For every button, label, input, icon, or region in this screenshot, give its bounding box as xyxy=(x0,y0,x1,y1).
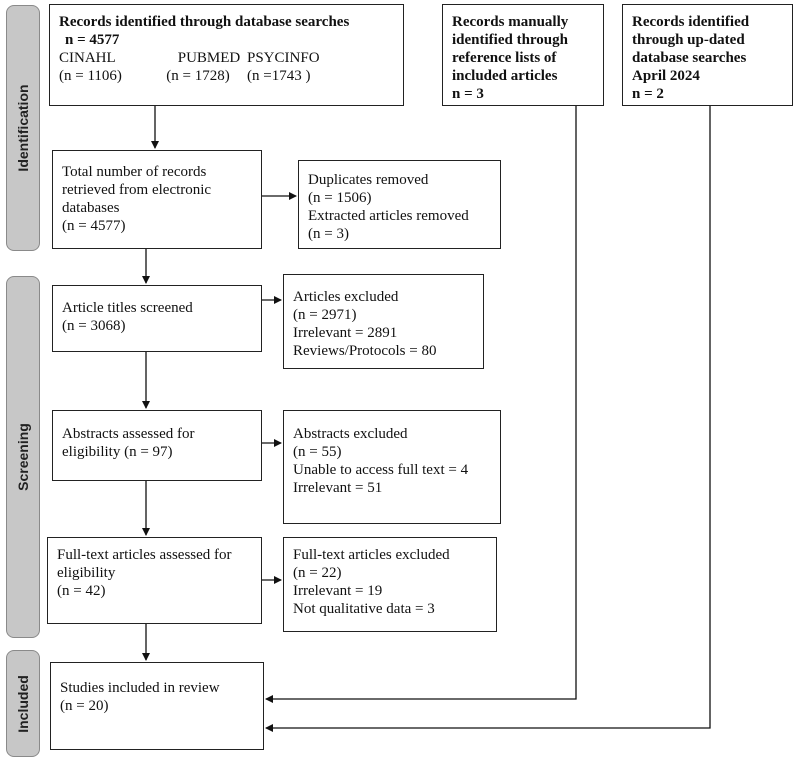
duplicates-removed-line: Extracted articles removed xyxy=(308,208,469,224)
manual-records-box: Records manually identified through refe… xyxy=(442,4,604,106)
database-pubmed: PUBMED (n = 1728) xyxy=(155,49,241,85)
included-stage-bar: Included xyxy=(6,650,40,757)
identification-stage-bar: Identification xyxy=(6,5,40,251)
abstracts-excluded-line: (n = 55) xyxy=(293,444,342,460)
database-count: (n = 1106) xyxy=(59,68,122,84)
abstracts-assessed-line: eligibility (n = 97) xyxy=(62,444,173,460)
total-records-box: Total number of records retrieved from e… xyxy=(52,150,262,249)
database-count: (n = 1728) xyxy=(166,68,230,84)
included-studies-count: (n = 20) xyxy=(60,698,109,714)
database-cinahl: CINAHL (n = 1106) xyxy=(59,49,155,85)
abstracts-assessed-box: Abstracts assessed for eligibility (n = … xyxy=(52,410,262,481)
total-records-count: (n = 4577) xyxy=(62,218,126,234)
titles-screened-line: Article titles screened xyxy=(62,300,193,316)
articles-excluded-line: Articles excluded xyxy=(293,289,399,305)
titles-screened-box: Article titles screened (n = 3068) xyxy=(52,285,262,352)
updated-search-line: Records identified xyxy=(632,14,750,30)
database-list: CINAHL (n = 1106) PUBMED (n = 1728) PSYC… xyxy=(59,49,394,85)
fulltext-excluded-line: Full-text articles excluded xyxy=(293,547,450,563)
manual-records-line: identified through xyxy=(452,32,568,48)
abstracts-excluded-box: Abstracts excluded (n = 55) Unable to ac… xyxy=(283,410,501,524)
total-records-line: retrieved from electronic xyxy=(62,182,212,198)
included-studies-box: Studies included in review (n = 20) xyxy=(50,662,264,750)
database-count: (n =1743 ) xyxy=(247,68,311,84)
database-name: PUBMED xyxy=(177,50,241,66)
titles-screened-count: (n = 3068) xyxy=(62,318,126,334)
fulltext-assessed-count: (n = 42) xyxy=(57,583,106,599)
database-search-box: Records identified through database sear… xyxy=(49,4,404,106)
screening-stage-bar: Screening xyxy=(6,276,40,638)
fulltext-excluded-line: (n = 22) xyxy=(293,565,342,581)
articles-excluded-box: Articles excluded (n = 2971) Irrelevant … xyxy=(283,274,484,369)
database-search-count: n = 4577 xyxy=(65,32,120,48)
abstracts-excluded-line: Unable to access full text = 4 xyxy=(293,462,469,478)
abstracts-excluded-line: Abstracts excluded xyxy=(293,426,408,442)
updated-search-line: April 2024 xyxy=(632,68,700,84)
updated-search-count: n = 2 xyxy=(632,86,664,102)
fulltext-excluded-line: Irrelevant = 19 xyxy=(293,583,383,599)
manual-records-line: included articles xyxy=(452,68,558,84)
fulltext-assessed-box: Full-text articles assessed for eligibil… xyxy=(47,537,262,624)
manual-records-count: n = 3 xyxy=(452,86,484,102)
manual-records-line: Records manually xyxy=(452,14,569,30)
abstracts-excluded-line: Irrelevant = 51 xyxy=(293,480,383,496)
database-name: PSYCINFO xyxy=(247,50,320,66)
fulltext-excluded-line: Not qualitative data = 3 xyxy=(293,601,435,617)
total-records-line: databases xyxy=(62,200,120,216)
arrow-manual-to-included xyxy=(265,106,577,703)
articles-excluded-line: (n = 2971) xyxy=(293,307,357,323)
articles-excluded-line: Irrelevant = 2891 xyxy=(293,325,398,341)
fulltext-assessed-line: eligibility xyxy=(57,565,116,581)
updated-search-line: through up-dated xyxy=(632,32,745,48)
duplicates-removed-line: (n = 3) xyxy=(308,226,349,242)
articles-excluded-line: Reviews/Protocols = 80 xyxy=(293,343,437,359)
fulltext-excluded-box: Full-text articles excluded (n = 22) Irr… xyxy=(283,537,497,632)
duplicates-removed-line: Duplicates removed xyxy=(308,172,429,188)
arrow-updated-to-included xyxy=(265,106,711,732)
duplicates-removed-line: (n = 1506) xyxy=(308,190,372,206)
database-psycinfo: PSYCINFO (n =1743 ) xyxy=(241,49,320,85)
total-records-line: Total number of records xyxy=(62,164,207,180)
updated-search-box: Records identified through up-dated data… xyxy=(622,4,793,106)
database-name: CINAHL xyxy=(59,50,116,66)
updated-search-line: database searches xyxy=(632,50,747,66)
abstracts-assessed-line: Abstracts assessed for xyxy=(62,426,195,442)
included-studies-line: Studies included in review xyxy=(60,680,220,696)
database-search-title: Records identified through database sear… xyxy=(59,14,350,30)
duplicates-removed-box: Duplicates removed (n = 1506) Extracted … xyxy=(298,160,501,249)
manual-records-line: reference lists of xyxy=(452,50,557,66)
fulltext-assessed-line: Full-text articles assessed for xyxy=(57,547,232,563)
